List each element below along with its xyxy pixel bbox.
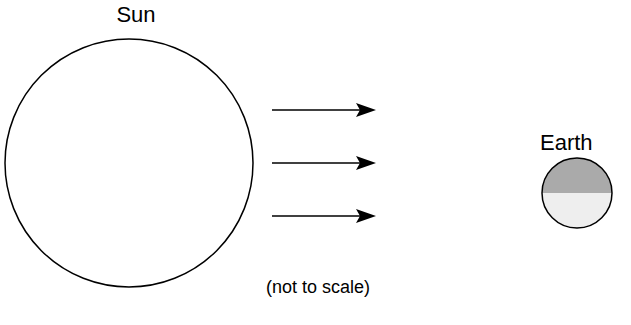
day-half bbox=[542, 193, 612, 228]
light-ray bbox=[272, 109, 362, 111]
earth-body: Earth bbox=[538, 130, 631, 230]
sun-circle bbox=[5, 39, 253, 287]
arrowhead bbox=[356, 103, 376, 117]
arrow-group bbox=[272, 110, 362, 216]
sun-body: Sun bbox=[3, 2, 255, 294]
earth-circle bbox=[542, 158, 612, 228]
node-outline bbox=[3, 2, 255, 294]
arrowhead bbox=[356, 156, 376, 170]
scale-note: (not to scale) bbox=[266, 276, 370, 298]
night-half bbox=[542, 158, 612, 193]
arrowhead bbox=[356, 209, 376, 223]
node-heading: Sun bbox=[3, 2, 255, 28]
arrowhead-group bbox=[356, 103, 376, 223]
light-ray bbox=[272, 162, 362, 164]
light-ray bbox=[272, 215, 362, 217]
node-heading: Earth bbox=[538, 130, 631, 156]
